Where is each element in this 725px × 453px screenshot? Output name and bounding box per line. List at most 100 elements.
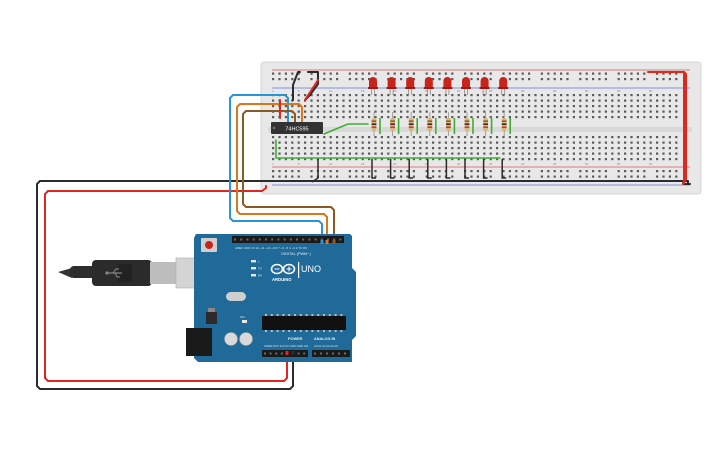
breadboard-hole[interactable]: [284, 136, 287, 139]
breadboard-hole[interactable]: [643, 78, 646, 81]
breadboard-hole[interactable]: [393, 105, 396, 108]
breadboard-hole[interactable]: [483, 116, 486, 119]
breadboard-hole[interactable]: [476, 141, 479, 144]
breadboard-hole[interactable]: [668, 170, 671, 173]
breadboard-hole[interactable]: [476, 99, 479, 102]
breadboard-hole[interactable]: [278, 147, 281, 150]
breadboard-hole[interactable]: [387, 105, 390, 108]
breadboard-hole[interactable]: [316, 105, 319, 108]
breadboard-hole[interactable]: [272, 136, 275, 139]
breadboard-hole[interactable]: [291, 147, 294, 150]
breadboard-hole[interactable]: [393, 116, 396, 119]
breadboard-hole[interactable]: [419, 110, 422, 113]
breadboard-hole[interactable]: [336, 136, 339, 139]
breadboard-hole[interactable]: [464, 110, 467, 113]
breadboard-hole[interactable]: [457, 152, 460, 155]
dc-power-jack[interactable]: [186, 328, 212, 356]
breadboard-hole[interactable]: [412, 141, 415, 144]
breadboard-hole[interactable]: [451, 72, 454, 75]
breadboard-hole[interactable]: [387, 175, 390, 178]
breadboard-hole[interactable]: [291, 105, 294, 108]
breadboard-hole[interactable]: [668, 78, 671, 81]
breadboard-hole[interactable]: [611, 152, 614, 155]
breadboard-hole[interactable]: [304, 116, 307, 119]
breadboard-hole[interactable]: [284, 72, 287, 75]
breadboard-hole[interactable]: [380, 141, 383, 144]
breadboard-hole[interactable]: [496, 136, 499, 139]
breadboard-hole[interactable]: [470, 99, 473, 102]
breadboard-hole[interactable]: [553, 78, 556, 81]
breadboard-hole[interactable]: [489, 94, 492, 97]
breadboard-hole[interactable]: [656, 170, 659, 173]
led-body[interactable]: [406, 77, 415, 88]
breadboard-hole[interactable]: [579, 152, 582, 155]
breadboard-hole[interactable]: [624, 136, 627, 139]
breadboard-hole[interactable]: [521, 72, 524, 75]
breadboard-hole[interactable]: [336, 152, 339, 155]
breadboard-hole[interactable]: [272, 72, 275, 75]
breadboard-hole[interactable]: [387, 94, 390, 97]
breadboard-hole[interactable]: [323, 105, 326, 108]
wire-red-power-loop[interactable]: [44, 190, 288, 382]
breadboard-hole[interactable]: [489, 136, 492, 139]
breadboard-hole[interactable]: [374, 175, 377, 178]
breadboard-hole[interactable]: [304, 110, 307, 113]
breadboard-hole[interactable]: [547, 78, 550, 81]
breadboard-hole[interactable]: [592, 110, 595, 113]
breadboard-hole[interactable]: [662, 152, 665, 155]
breadboard-hole[interactable]: [432, 105, 435, 108]
breadboard-hole[interactable]: [579, 72, 582, 75]
breadboard-hole[interactable]: [528, 152, 531, 155]
breadboard-hole[interactable]: [355, 141, 358, 144]
breadboard-hole[interactable]: [617, 72, 620, 75]
breadboard-hole[interactable]: [560, 94, 563, 97]
breadboard-hole[interactable]: [656, 147, 659, 150]
breadboard-hole[interactable]: [598, 99, 601, 102]
breadboard-hole[interactable]: [643, 99, 646, 102]
breadboard-hole[interactable]: [406, 141, 409, 144]
breadboard-hole[interactable]: [534, 141, 537, 144]
breadboard-hole[interactable]: [547, 175, 550, 178]
breadboard-hole[interactable]: [675, 94, 678, 97]
breadboard-hole[interactable]: [617, 105, 620, 108]
breadboard-hole[interactable]: [502, 110, 505, 113]
breadboard-hole[interactable]: [643, 110, 646, 113]
breadboard-hole[interactable]: [534, 105, 537, 108]
breadboard-hole[interactable]: [636, 72, 639, 75]
breadboard-hole[interactable]: [387, 158, 390, 161]
breadboard-hole[interactable]: [284, 158, 287, 161]
breadboard-hole[interactable]: [611, 147, 614, 150]
led-body[interactable]: [369, 77, 377, 88]
breadboard-hole[interactable]: [508, 147, 511, 150]
breadboard-hole[interactable]: [444, 105, 447, 108]
wire-black-jumper[interactable]: [389, 159, 395, 179]
breadboard-hole[interactable]: [489, 147, 492, 150]
breadboard-hole[interactable]: [624, 72, 627, 75]
breadboard-hole[interactable]: [515, 105, 518, 108]
breadboard-hole[interactable]: [643, 175, 646, 178]
breadboard-hole[interactable]: [476, 110, 479, 113]
breadboard-hole[interactable]: [310, 110, 313, 113]
breadboard-hole[interactable]: [348, 136, 351, 139]
breadboard-hole[interactable]: [419, 152, 422, 155]
breadboard-hole[interactable]: [432, 141, 435, 144]
breadboard-hole[interactable]: [566, 94, 569, 97]
breadboard-hole[interactable]: [598, 72, 601, 75]
breadboard-hole[interactable]: [297, 110, 300, 113]
breadboard-hole[interactable]: [649, 94, 652, 97]
breadboard-hole[interactable]: [566, 116, 569, 119]
breadboard-hole[interactable]: [470, 94, 473, 97]
breadboard-hole[interactable]: [387, 152, 390, 155]
breadboard-hole[interactable]: [560, 147, 563, 150]
breadboard-hole[interactable]: [304, 158, 307, 161]
breadboard-hole[interactable]: [316, 110, 319, 113]
breadboard-hole[interactable]: [572, 110, 575, 113]
breadboard-hole[interactable]: [368, 158, 371, 161]
breadboard-hole[interactable]: [374, 158, 377, 161]
breadboard-hole[interactable]: [361, 78, 364, 81]
breadboard-hole[interactable]: [489, 158, 492, 161]
breadboard-hole[interactable]: [540, 158, 543, 161]
breadboard-hole[interactable]: [592, 116, 595, 119]
breadboard-hole[interactable]: [438, 147, 441, 150]
breadboard-hole[interactable]: [457, 147, 460, 150]
